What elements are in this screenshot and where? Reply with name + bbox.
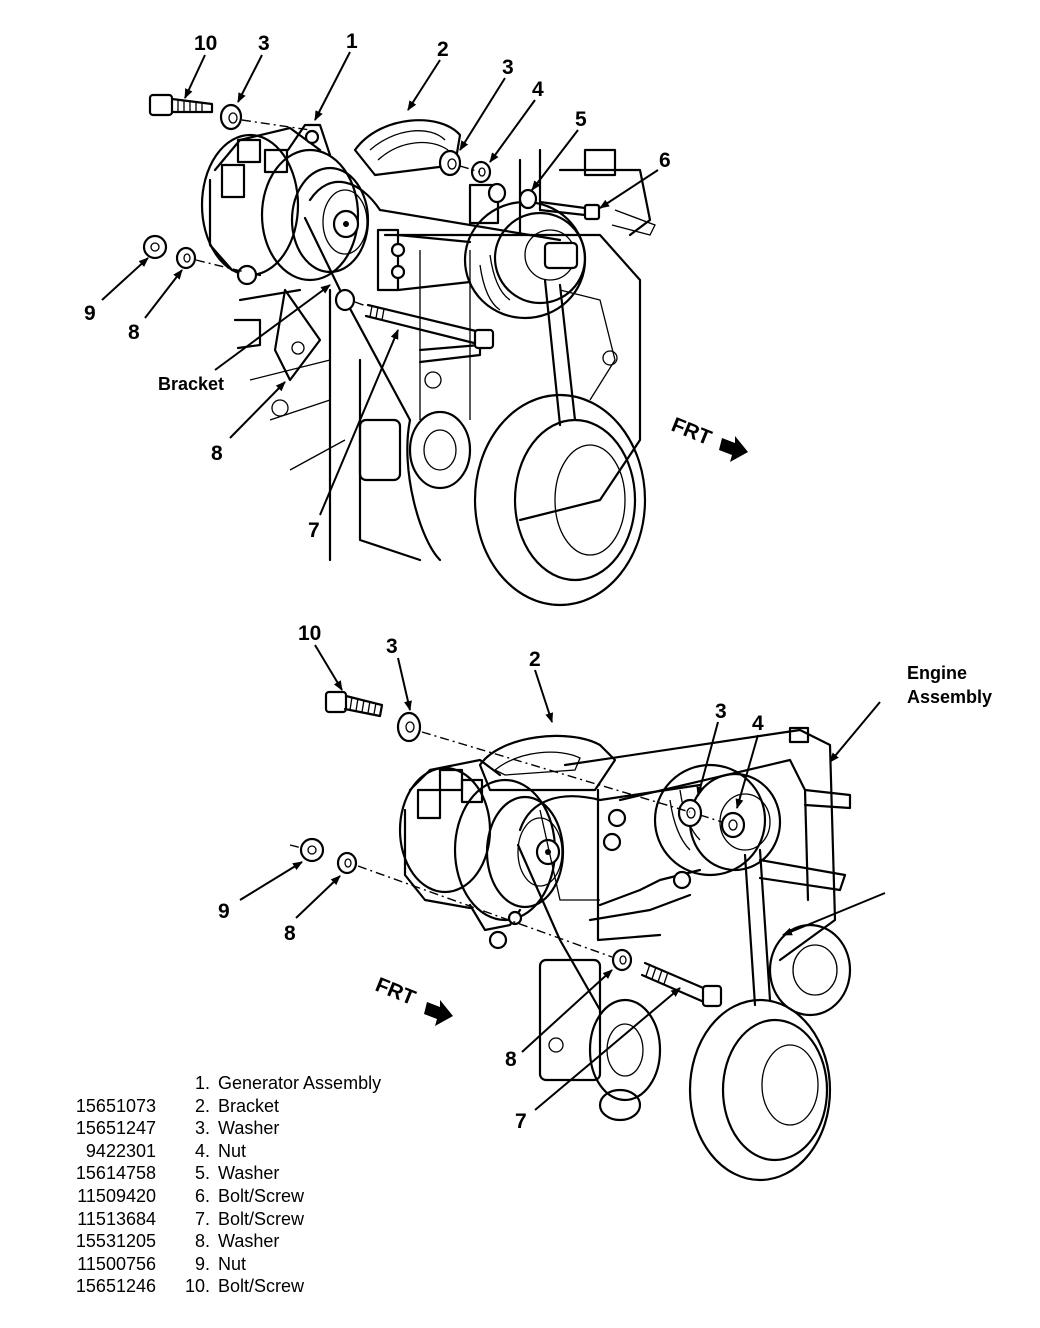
top-callout-2: 2 bbox=[437, 38, 449, 61]
legend-row: 11500756 9. Nut bbox=[48, 1253, 468, 1276]
bottom-callout-7: 7 bbox=[515, 1110, 527, 1133]
engine-assembly-label-line2: Assembly bbox=[907, 687, 992, 707]
top-bracket-label: Bracket bbox=[158, 374, 224, 394]
bottom-callout-2: 2 bbox=[529, 648, 541, 671]
legend-part-name: Nut bbox=[218, 1140, 247, 1161]
legend-part-name: Bolt/Screw bbox=[218, 1208, 305, 1229]
top-callout-8a: 8 bbox=[128, 321, 140, 344]
bottom-generator bbox=[398, 758, 565, 950]
legend-index: 7. bbox=[194, 1208, 210, 1229]
bottom-callout-labels: 10 3 2 3 4 9 8 8 7 Engine Assembly bbox=[218, 622, 992, 1133]
legend-part-name: Bracket bbox=[218, 1095, 280, 1116]
legend-part-number: 15614758 bbox=[75, 1163, 156, 1184]
engine-assembly-label-line1: Engine bbox=[907, 663, 967, 683]
bottom-engine-frame bbox=[538, 726, 852, 1122]
top-frt-label: FRT bbox=[668, 413, 715, 450]
legend-part-number: 11509420 bbox=[77, 1185, 156, 1206]
top-water-pump-pulley bbox=[463, 200, 587, 320]
top-callout-labels: 10 3 1 2 3 4 5 6 9 8 8 7 Bracket bbox=[84, 30, 671, 542]
bottom-frt-label: FRT bbox=[372, 973, 419, 1010]
bottom-centerlines bbox=[289, 731, 723, 958]
top-callout-7: 7 bbox=[308, 519, 320, 542]
legend-part-number bbox=[48, 1072, 156, 1095]
legend-part-name: Washer bbox=[218, 1231, 280, 1252]
top-frt-indicator: FRT bbox=[668, 413, 748, 462]
legend-index: 1. bbox=[194, 1073, 210, 1093]
legend-part-name: Washer bbox=[218, 1163, 280, 1184]
legend-part-number: 15651246 bbox=[75, 1276, 156, 1297]
top-callout-6: 6 bbox=[659, 149, 671, 172]
legend-part-number: 11513684 bbox=[77, 1208, 156, 1229]
bottom-illustration bbox=[289, 690, 852, 1182]
legend-row: 11513684 7. Bolt/Screw bbox=[48, 1208, 468, 1231]
bottom-callout-8b: 8 bbox=[505, 1048, 517, 1071]
top-callout-10: 10 bbox=[194, 32, 217, 55]
top-callout-9: 9 bbox=[84, 302, 96, 325]
legend-index: 4. bbox=[194, 1140, 210, 1161]
top-hardware bbox=[142, 93, 601, 350]
top-callout-5: 5 bbox=[575, 108, 587, 131]
bottom-bracket bbox=[478, 734, 617, 901]
legend-part-number: 11500756 bbox=[77, 1253, 156, 1274]
legend-part-number: 15651247 bbox=[75, 1118, 156, 1139]
bottom-callout-10: 10 bbox=[298, 622, 321, 645]
bottom-frt-arrow-icon bbox=[424, 1000, 453, 1026]
legend-row: 1. Generator Assembly bbox=[48, 1072, 468, 1095]
top-illustration bbox=[142, 93, 656, 607]
bottom-hardware bbox=[299, 690, 746, 1008]
legend-index: 9. bbox=[194, 1253, 210, 1274]
legend-row: 15614758 5. Washer bbox=[48, 1162, 468, 1185]
top-callout-3a: 3 bbox=[258, 32, 270, 55]
bottom-crank-pulley bbox=[688, 998, 832, 1182]
bottom-callout-8a: 8 bbox=[284, 922, 296, 945]
legend-part-number: 9422301 bbox=[85, 1140, 156, 1161]
legend-index: 10. bbox=[184, 1276, 210, 1297]
top-leaders bbox=[101, 51, 659, 516]
top-callout-1: 1 bbox=[346, 30, 358, 53]
top-bracket bbox=[273, 119, 500, 382]
legend-part-name: Nut bbox=[218, 1253, 247, 1274]
legend-row: 15651247 3. Washer bbox=[48, 1117, 468, 1140]
bottom-drive-belt bbox=[516, 783, 772, 1012]
top-centerlines bbox=[195, 119, 481, 307]
bottom-callout-9: 9 bbox=[218, 900, 230, 923]
legend-index: 5. bbox=[194, 1163, 210, 1184]
legend-index: 8. bbox=[194, 1231, 210, 1252]
top-callout-4: 4 bbox=[532, 78, 544, 101]
bottom-callout-3b: 3 bbox=[715, 700, 727, 723]
legend-row: 15531205 8. Washer bbox=[48, 1230, 468, 1253]
legend-part-name: Washer bbox=[218, 1118, 280, 1139]
legend-row: 15651073 2. Bracket bbox=[48, 1095, 468, 1118]
top-callout-8b: 8 bbox=[211, 442, 223, 465]
legend-index: 2. bbox=[194, 1095, 210, 1116]
top-drive-belt bbox=[303, 180, 577, 427]
top-generator bbox=[200, 123, 370, 286]
bottom-callout-3a: 3 bbox=[386, 635, 398, 658]
legend-part-name: Bolt/Screw bbox=[218, 1276, 305, 1297]
legend-part-name: Bolt/Screw bbox=[218, 1185, 305, 1206]
legend-part-number: 15531205 bbox=[75, 1231, 156, 1252]
bottom-frt-indicator: FRT bbox=[372, 973, 453, 1026]
legend-part-name: Generator Assembly bbox=[218, 1073, 382, 1093]
top-callout-3b: 3 bbox=[502, 56, 514, 79]
legend-index: 6. bbox=[194, 1185, 210, 1206]
legend-row: 11509420 6. Bolt/Screw bbox=[48, 1185, 468, 1208]
legend-part-number: 15651073 bbox=[75, 1095, 156, 1116]
bottom-leaders bbox=[239, 644, 886, 1111]
bottom-callout-4: 4 bbox=[752, 712, 764, 735]
legend-row: 15651246 10. Bolt/Screw bbox=[48, 1275, 468, 1298]
top-crank-pulley bbox=[406, 393, 647, 607]
legend-index: 3. bbox=[194, 1118, 210, 1139]
top-frt-arrow-icon bbox=[719, 436, 748, 462]
legend-row: 9422301 4. Nut bbox=[48, 1140, 468, 1163]
